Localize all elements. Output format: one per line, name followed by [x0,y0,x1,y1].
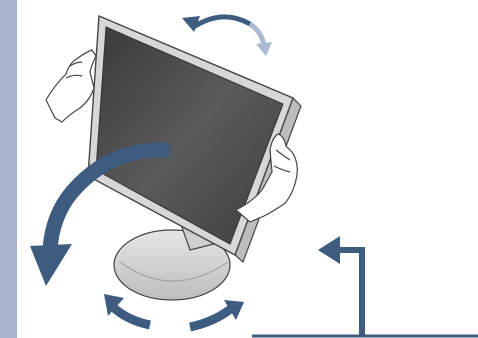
monitor [88,16,301,262]
left-hand-icon [46,50,96,122]
rotate-arrow-icon [182,16,272,56]
pivot-indicator-icon [252,236,478,336]
